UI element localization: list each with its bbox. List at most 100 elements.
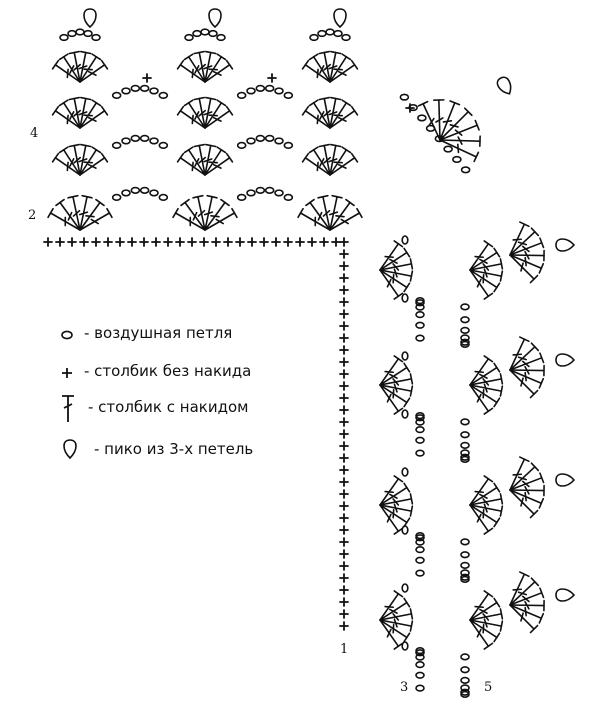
double-crochet-top (305, 198, 315, 207)
chain-loop-mark (192, 29, 202, 38)
chain-loop-mark (460, 453, 470, 461)
double-crochet-bar (90, 218, 100, 225)
chain-loop-mark (158, 193, 169, 202)
double-crochet-bar (474, 605, 484, 609)
single-crochet-mark (127, 237, 137, 247)
chain-loop-mark (158, 91, 169, 100)
chain-loop-mark (111, 141, 122, 150)
double-crochet-bar (386, 393, 392, 403)
single-crochet-mark (339, 357, 349, 367)
single-crochet-mark (339, 393, 349, 403)
double-crochet-top (95, 198, 105, 207)
double-crochet-top (449, 100, 461, 106)
chain-loop-mark (111, 193, 122, 202)
picot-mark (555, 588, 576, 602)
single-crochet-mark (339, 501, 349, 511)
double-crochet-top (493, 282, 501, 293)
double-crochet-bar (78, 111, 88, 116)
double-crochet-bar (67, 211, 73, 221)
double-crochet-bar (87, 70, 97, 76)
double-crochet-top (80, 143, 92, 148)
chain-loop-mark (264, 84, 275, 92)
single-crochet-mark (339, 585, 349, 595)
single-crochet-mark (339, 453, 349, 463)
double-crochet-bar (384, 370, 394, 374)
double-crochet-top (68, 143, 80, 148)
legend-text-picot: - пико из 3-х петель (94, 440, 254, 458)
chain-loop-mark (415, 334, 425, 342)
double-crochet-top (538, 612, 545, 624)
chain-loop-mark (200, 28, 210, 36)
chain-loop-mark (460, 431, 470, 439)
double-crochet-top (483, 407, 494, 415)
double-crochet-top (530, 342, 540, 352)
row-label-2: 2 (28, 208, 37, 223)
chain-loop-mark (460, 166, 471, 174)
double-crochet-bar (483, 268, 488, 278)
double-crochet-top (91, 99, 102, 107)
chain-loop-mark (274, 189, 284, 197)
chain-loop-mark (283, 141, 294, 150)
single-crochet-mark (271, 237, 281, 247)
double-crochet-bar (316, 68, 319, 79)
chain-loop-mark (401, 409, 409, 419)
chain-loop-mark (460, 303, 470, 311)
chain-loop-mark (401, 641, 409, 651)
double-crochet-bar (517, 241, 528, 246)
double-crochet-top (225, 59, 234, 70)
double-crochet-bar (73, 156, 81, 164)
double-crochet-top (51, 59, 60, 70)
double-crochet-bar (328, 158, 338, 163)
double-crochet-bar (194, 65, 200, 74)
chain-loop-mark (75, 28, 85, 36)
double-crochet-top (330, 143, 342, 148)
row-label-3: 3 (400, 680, 409, 695)
double-crochet-top (530, 577, 540, 587)
double-crochet-bar (66, 161, 69, 172)
double-crochet-bar (474, 255, 484, 259)
double-crochet-top (318, 96, 330, 101)
double-crochet-bar (389, 608, 398, 614)
double-crochet-top (58, 146, 69, 154)
chain-loop-mark (283, 91, 294, 100)
double-crochet-top (55, 198, 65, 207)
double-crochet-bar (212, 116, 222, 122)
double-crochet-top (216, 53, 227, 61)
double-crochet-bar (476, 278, 482, 288)
chain-loop-mark (460, 338, 470, 346)
double-crochet-bar (474, 370, 484, 374)
single-crochet-mark (339, 429, 349, 439)
double-crochet-top (297, 207, 304, 219)
single-crochet-mark (339, 513, 349, 523)
double-crochet-bar (521, 595, 530, 603)
double-crochet-top (100, 59, 109, 70)
double-crochet-top (529, 274, 539, 284)
chain-loop-mark (184, 33, 194, 42)
double-crochet-bar (482, 613, 490, 621)
double-crochet-bar (328, 65, 338, 70)
chain-loop-mark (236, 141, 247, 150)
double-crochet-bar (194, 111, 200, 120)
double-crochet-bar (322, 209, 331, 217)
double-crochet-bar (203, 111, 213, 116)
single-crochet-mark (211, 237, 221, 247)
chain-loop-mark (415, 297, 425, 305)
double-crochet-bar (337, 116, 347, 122)
double-crochet-top (499, 620, 504, 632)
single-crochet-mark (259, 237, 269, 247)
double-crochet-bar (337, 70, 347, 76)
chain-loop-mark (415, 649, 425, 657)
double-crochet-bar (191, 114, 194, 125)
double-crochet-top (331, 194, 343, 199)
chain-loop-mark (309, 33, 319, 42)
double-crochet-top (341, 53, 352, 61)
double-crochet-bar (456, 143, 460, 154)
double-crochet-bar (212, 163, 222, 169)
chain-loop-mark (130, 186, 141, 194)
double-crochet-top (176, 152, 185, 163)
double-crochet-bar (192, 211, 198, 221)
double-crochet-top (308, 99, 319, 107)
double-crochet-top (539, 352, 545, 364)
double-crochet-bar (479, 608, 488, 614)
chain-loop-mark (460, 418, 470, 426)
